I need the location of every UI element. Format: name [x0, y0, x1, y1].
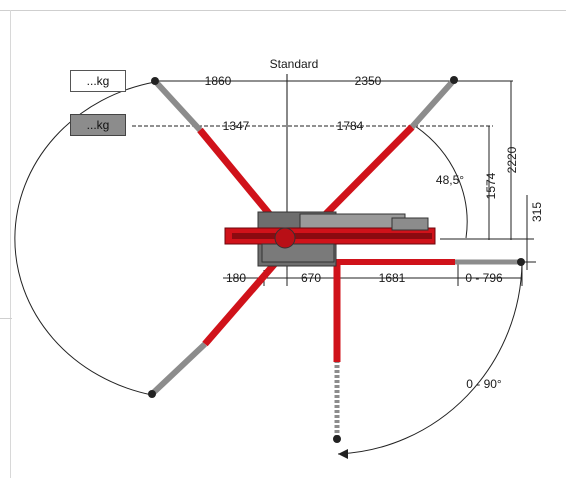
boom-lower-left	[148, 257, 281, 398]
weight-box-inner: ...kg	[70, 114, 126, 136]
dim-extension: 0 - 796	[465, 271, 503, 285]
dim-height-inner: 1574	[484, 172, 498, 199]
dim-top-left: 1860	[205, 74, 232, 88]
angle-swing: 0 - 90°	[466, 377, 502, 391]
frame-tick-line	[0, 318, 12, 319]
swing-arrow-head	[338, 449, 348, 459]
dim-offset: 315	[530, 202, 544, 222]
boom-bottom	[333, 262, 341, 443]
boom-upper-left	[151, 77, 279, 225]
weight-label-outer: ...kg	[86, 74, 110, 88]
boom-angle-arc	[414, 125, 468, 239]
crane-chassis	[224, 211, 436, 267]
frame-left-line	[10, 10, 11, 478]
title-label: Standard	[270, 57, 319, 71]
weight-box-outer: ...kg	[70, 70, 126, 92]
dim-top-right: 2350	[355, 74, 382, 88]
dim-mid-right: 1784	[337, 119, 364, 133]
frame-top-line	[0, 10, 566, 11]
boom-upper-right	[315, 76, 458, 225]
boom-right-extension	[335, 258, 525, 266]
dim-bottom-left: 180	[226, 271, 246, 285]
dim-bottom-mid: 670	[301, 271, 321, 285]
dim-mid-left: 1347	[223, 119, 250, 133]
left-swing-arc	[14, 81, 156, 396]
dim-bottom-right: 1681	[379, 271, 406, 285]
angle-boom: 48,5°	[436, 173, 464, 187]
dim-height-outer: 2220	[505, 146, 519, 173]
bottom-swing-arc	[337, 262, 523, 455]
weight-label-inner: ...kg	[86, 118, 110, 132]
